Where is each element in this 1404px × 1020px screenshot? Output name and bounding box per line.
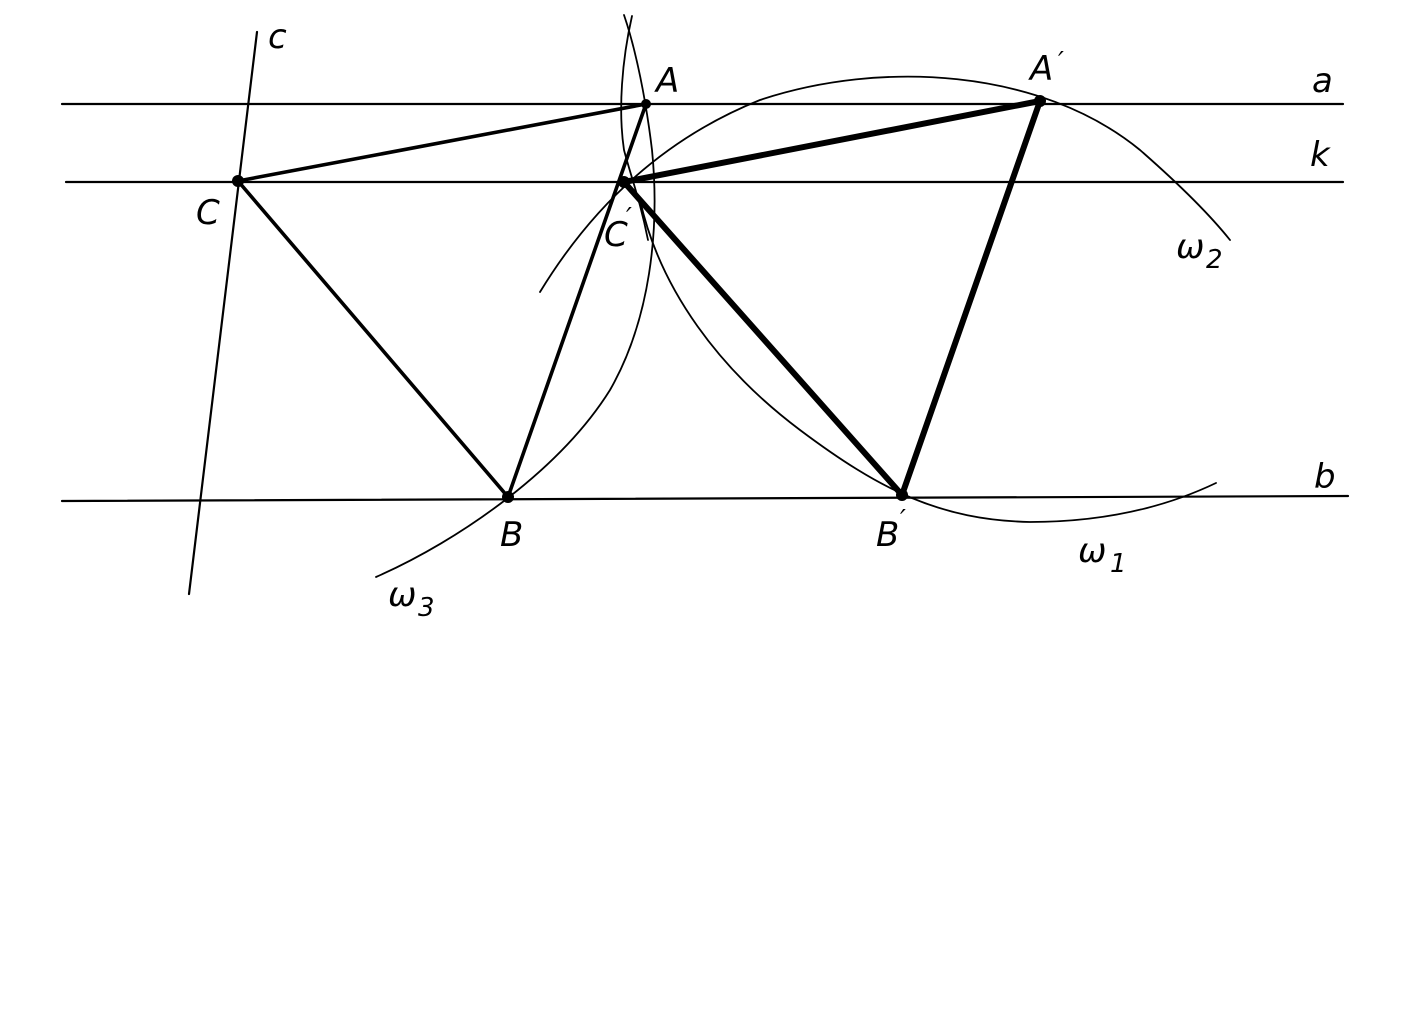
segment-BprimeAprime <box>899 98 1043 498</box>
label-point-C-prime-mark: ′ <box>626 203 632 233</box>
label-point-C: C <box>196 193 220 233</box>
label-point-B-prime: B <box>876 515 899 555</box>
arc-omega3 <box>375 14 656 578</box>
label-point-A: A <box>654 61 679 101</box>
line-b <box>60 494 1350 503</box>
label-line-a: a <box>1312 61 1333 101</box>
label-point-A-prime-mark: ′ <box>1058 47 1064 77</box>
label-point-A-prime: A <box>1028 49 1053 89</box>
point-A <box>641 99 651 109</box>
point-A-prime <box>1034 95 1046 107</box>
label-point-B-prime-mark: ′ <box>900 505 906 535</box>
point-B-prime <box>896 489 908 501</box>
label-line-c: c <box>268 17 287 57</box>
point-B <box>502 491 514 503</box>
arc-omega3-left-branch <box>620 15 649 241</box>
segment-CB <box>236 179 510 499</box>
segment-CA <box>236 102 648 183</box>
segment-CprimeBprime <box>621 179 905 498</box>
label-omega3: ω <box>388 575 416 615</box>
label-omega1: ω <box>1078 531 1106 571</box>
label-line-b: b <box>1314 457 1336 497</box>
label-omega2-index: 2 <box>1206 245 1223 275</box>
segment-CprimeAprime <box>621 98 1043 185</box>
label-omega2: ω <box>1176 227 1204 267</box>
label-omega3-index: 3 <box>418 593 435 623</box>
line-c <box>187 30 259 596</box>
point-C-prime <box>618 176 630 188</box>
label-point-B: B <box>500 515 523 555</box>
label-line-k: k <box>1310 135 1331 175</box>
segment-BA <box>506 102 648 499</box>
label-point-C-prime: C <box>604 215 628 255</box>
point-C <box>232 175 244 187</box>
label-omega1-index: 1 <box>1110 549 1127 579</box>
arc-omega1 <box>639 199 1217 523</box>
